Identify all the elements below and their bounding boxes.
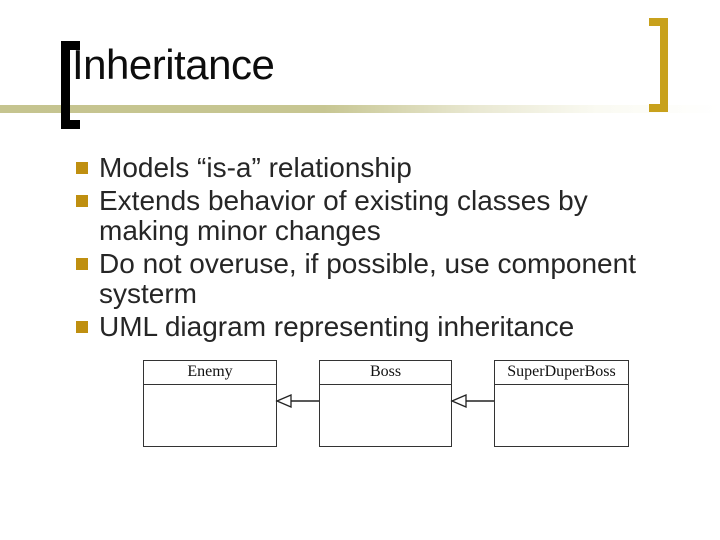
inheritance-arrow-icon xyxy=(275,394,494,408)
bullet-item: UML diagram representing inheritance xyxy=(76,312,656,342)
bullet-text: UML diagram representing inheritance xyxy=(99,312,574,342)
bullet-text: Extends behavior of existing classes by … xyxy=(99,186,588,246)
bullet-text-line: Extends behavior of existing classes by xyxy=(99,185,588,216)
bullet-text-line: systerm xyxy=(99,278,197,309)
uml-class-name: SuperDuperBoss xyxy=(495,361,628,385)
uml-class-box-boss: Boss xyxy=(319,360,452,447)
bullet-item: Models “is-a” relationship xyxy=(76,153,656,183)
bullet-square-icon xyxy=(76,195,88,207)
bullet-text: Models “is-a” relationship xyxy=(99,153,412,183)
bullet-item: Extends behavior of existing classes by … xyxy=(76,186,656,246)
uml-class-box-superduperboss: SuperDuperBoss xyxy=(494,360,629,447)
bullet-square-icon xyxy=(76,258,88,270)
slide-title: Inheritance xyxy=(72,41,275,88)
bullet-square-icon xyxy=(76,162,88,174)
right-bracket-icon xyxy=(649,18,668,112)
uml-class-name: Boss xyxy=(320,361,451,385)
uml-class-box-enemy: Enemy xyxy=(143,360,277,447)
uml-class-body xyxy=(144,385,276,446)
uml-class-name: Enemy xyxy=(144,361,276,385)
divider-line xyxy=(0,105,720,113)
bullet-text: Do not overuse, if possible, use compone… xyxy=(99,249,636,309)
bullet-text-line: making minor changes xyxy=(99,215,381,246)
bullet-text-line: Models “is-a” relationship xyxy=(99,152,412,183)
left-bracket-icon xyxy=(61,41,80,129)
bullet-text-line: Do not overuse, if possible, use compone… xyxy=(99,248,636,279)
bullet-list: Models “is-a” relationship Extends behav… xyxy=(76,153,656,345)
bullet-item: Do not overuse, if possible, use compone… xyxy=(76,249,656,309)
bullet-text-line: UML diagram representing inheritance xyxy=(99,311,575,342)
bullet-square-icon xyxy=(76,321,88,333)
uml-class-body xyxy=(495,385,628,446)
